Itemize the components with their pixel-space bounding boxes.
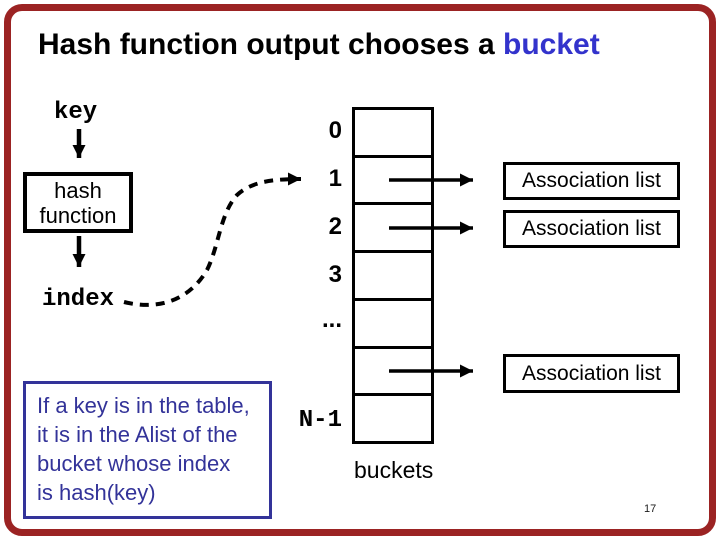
bucket-row-2 (355, 205, 431, 254)
bucket-index-1: 1 (328, 165, 342, 192)
hash-box-line1: hash (54, 177, 102, 203)
index-label: index (42, 286, 115, 313)
association-list-box-1: Association list (503, 162, 680, 200)
buckets-caption: buckets (354, 457, 434, 483)
dashed-arrow-index-to-bucket (123, 172, 302, 307)
note-line-1: If a key is in the table, (37, 393, 250, 418)
bucket-index-3: 3 (328, 261, 342, 288)
bucket-row-1 (355, 158, 431, 206)
bucket-index-ellipsis: ... (321, 306, 342, 333)
association-list-box-3: Association list (503, 354, 680, 393)
hash-function-box: hash function (23, 172, 133, 233)
bucket-table (352, 107, 434, 444)
note-box: If a key is in the table, it is in the A… (23, 381, 272, 519)
bucket-row-3 (355, 253, 431, 301)
title-text: Hash function output chooses a (38, 28, 504, 61)
page-title: Hash function output chooses a bucket (38, 28, 600, 62)
bucket-index-n-minus-1: N-1 (298, 407, 342, 434)
title-highlight: bucket (503, 28, 600, 61)
bucket-index-2: 2 (328, 213, 342, 240)
bucket-row-0 (355, 110, 431, 158)
note-line-2: it is in the Alist of the (37, 422, 238, 447)
bucket-index-0: 0 (328, 117, 342, 144)
note-line-4: is hash(key) (37, 480, 156, 505)
bucket-row-ellipsis (355, 301, 431, 349)
association-list-box-2: Association list (503, 210, 680, 248)
page-number: 17 (644, 503, 657, 515)
bucket-row-5 (355, 349, 431, 397)
hash-box-line2: function (39, 202, 117, 228)
note-line-3: bucket whose index (37, 451, 231, 476)
key-label: key (54, 99, 98, 126)
